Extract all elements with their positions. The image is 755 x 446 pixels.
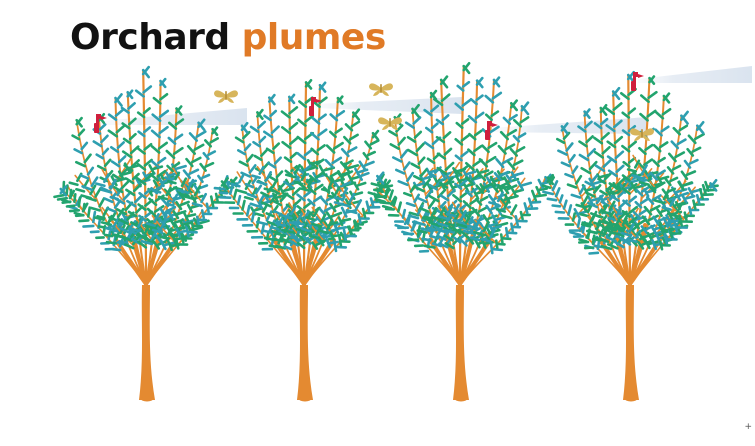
tree-trunk [139,285,155,400]
tree-trunk [297,285,313,400]
pheromone-dispenser-icon [94,114,107,133]
pheromone-plume [101,108,247,125]
tree-layer [53,62,719,402]
pheromone-plume [638,66,752,83]
pheromone-dispenser-icon [485,121,498,140]
pheromone-dispenser-icon [631,72,644,91]
moth-icon [214,90,238,103]
tree-trunk [453,285,469,400]
title-word-plumes: plumes [241,17,387,58]
pheromone-dispenser-icon [309,97,322,116]
moth-layer [214,83,654,141]
tree [367,62,553,402]
tree [541,70,719,402]
tree [53,65,239,402]
moth-icon [378,117,402,130]
tree [213,79,394,402]
moth-icon [630,128,654,141]
page-title: Orchard plumes [70,14,386,62]
pheromone-plume [492,117,648,134]
dispenser-layer [94,72,644,140]
corner-plus-mark: + [744,422,752,432]
tree-trunk [623,285,639,400]
moth-icon [369,83,393,96]
title-word-orchard: Orchard [70,17,230,58]
